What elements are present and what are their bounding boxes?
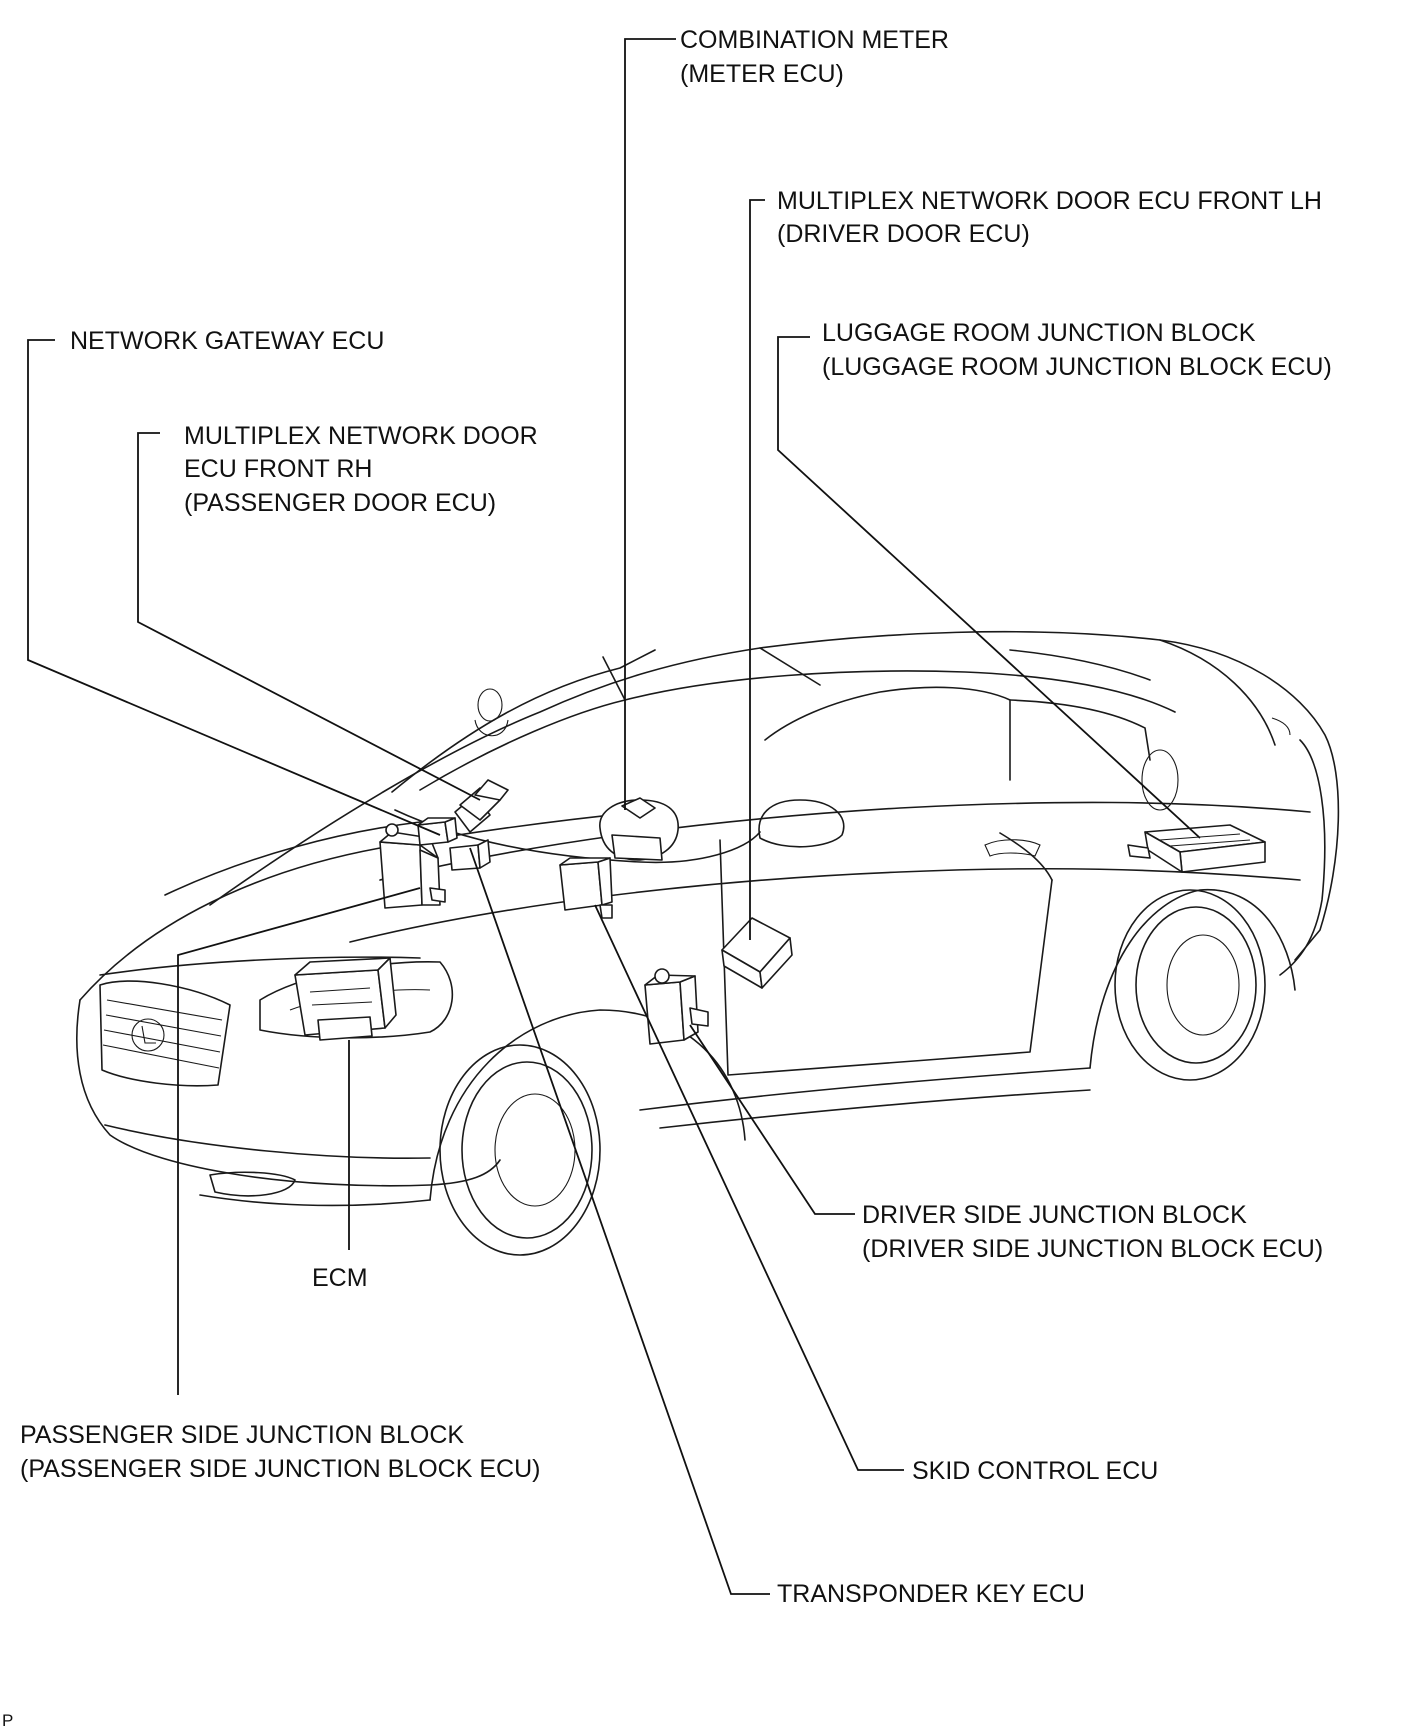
leader-passenger-door-ecu xyxy=(137,432,481,801)
leader-network-gateway-ecu xyxy=(27,339,441,836)
combination-meter-component xyxy=(599,797,679,861)
car-illustration xyxy=(76,630,1340,1256)
label-luggage-room-junction-block: LUGGAGE ROOM JUNCTION BLOCK (LUGGAGE ROO… xyxy=(822,319,1332,381)
leader-combination-meter xyxy=(624,38,676,810)
label-transponder-key-ecu: TRANSPONDER KEY ECU xyxy=(777,1580,1085,1608)
network-gateway-ecu-component xyxy=(417,817,458,846)
label-driver-door-ecu: MULTIPLEX NETWORK DOOR ECU FRONT LH (DRI… xyxy=(777,187,1329,248)
transponder-key-ecu-component xyxy=(449,779,509,871)
leader-driver-side-junction-block xyxy=(689,1024,855,1215)
driver-side-junction-block-component xyxy=(644,968,709,1045)
label-driver-side-junction-block: DRIVER SIDE JUNCTION BLOCK (DRIVER SIDE … xyxy=(862,1201,1323,1263)
leader-skid-control-ecu xyxy=(594,904,904,1471)
label-passenger-side-junction-block: PASSENGER SIDE JUNCTION BLOCK (PASSENGER… xyxy=(20,1421,540,1483)
label-skid-control-ecu: SKID CONTROL ECU xyxy=(912,1457,1158,1485)
skid-control-ecu-component xyxy=(559,857,613,919)
label-passenger-door-ecu: MULTIPLEX NETWORK DOOR ECU FRONT RH (PAS… xyxy=(184,422,545,517)
label-network-gateway-ecu: NETWORK GATEWAY ECU xyxy=(70,327,384,355)
leader-luggage-room-junction-block xyxy=(777,336,1201,839)
driver-door-ecu-component xyxy=(721,917,793,989)
ecm-component xyxy=(294,957,397,1041)
leader-driver-door-ecu xyxy=(749,199,765,940)
corner-mark: P xyxy=(2,1711,13,1730)
leader-transponder-key-ecu xyxy=(469,847,770,1595)
luggage-room-junction-block-component xyxy=(1127,824,1266,873)
label-ecm: ECM xyxy=(312,1264,368,1292)
label-combination-meter: COMBINATION METER (METER ECU) xyxy=(680,26,956,88)
leader-lines xyxy=(27,38,1201,1595)
leader-passenger-side-junction-block xyxy=(177,887,421,1395)
